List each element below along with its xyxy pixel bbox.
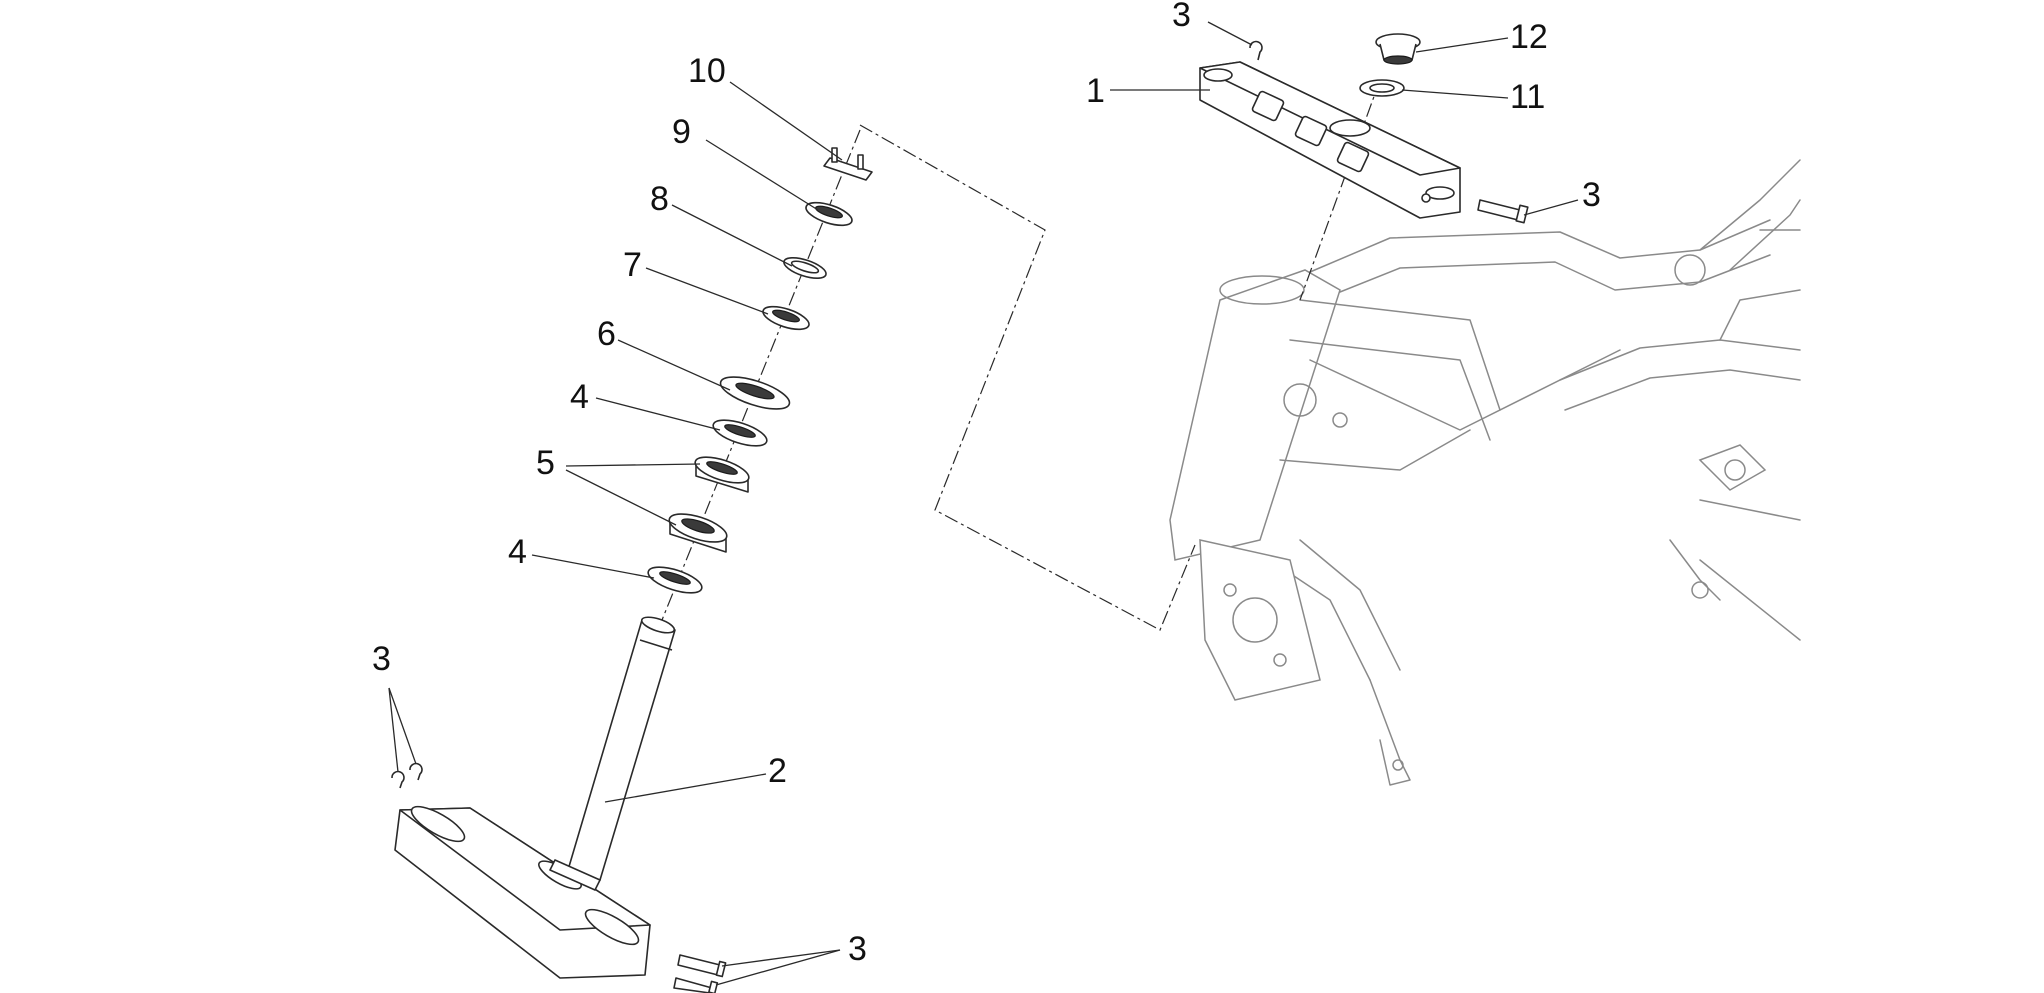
- part-4-seal-lower: [647, 566, 703, 594]
- callout-3-right: 3: [1582, 176, 1601, 214]
- callout-10: 10: [688, 52, 726, 90]
- part-4-seal-upper: [712, 419, 768, 447]
- part-12-nut: [1375, 33, 1421, 65]
- callout-2: 2: [768, 752, 787, 790]
- callout-8: 8: [650, 180, 669, 218]
- part-3-bolt-right: [1477, 199, 1529, 224]
- callout-labels: 10 9 8 7 6 4 5 4 3 2 3 3 1 12 11 3: [372, 0, 1601, 968]
- part-6-dust-seal: [719, 376, 791, 410]
- part-8-washer: [783, 256, 827, 280]
- part-7-ring: [762, 305, 810, 331]
- callout-3-left: 3: [372, 640, 391, 678]
- part-5-bearing-lower: [668, 513, 728, 553]
- callout-7: 7: [623, 246, 642, 284]
- motorcycle-frame: [1169, 159, 1801, 786]
- callout-6: 6: [597, 315, 616, 353]
- callout-4-lower: 4: [508, 533, 527, 571]
- part-2-steering-stem: [394, 616, 676, 979]
- callout-3-top: 3: [1172, 0, 1191, 34]
- callout-12: 12: [1510, 18, 1548, 56]
- part-3-bolts-left: [391, 762, 423, 789]
- part-5-bearing-upper: [694, 456, 750, 493]
- part-11-washer: [1359, 79, 1405, 97]
- callout-3-bottom: 3: [848, 930, 867, 968]
- callout-9: 9: [672, 113, 691, 151]
- part-1-upper-triple-clamp: [1199, 61, 1461, 219]
- part-3-bolts-bottom: [673, 954, 727, 993]
- callout-1: 1: [1086, 72, 1105, 110]
- callout-4-upper: 4: [570, 378, 589, 416]
- callout-11: 11: [1510, 78, 1545, 116]
- part-3-bolt-top: [1249, 40, 1263, 61]
- part-9-ring: [805, 201, 853, 227]
- leader-lines: [388, 21, 1579, 986]
- callout-5: 5: [536, 444, 555, 482]
